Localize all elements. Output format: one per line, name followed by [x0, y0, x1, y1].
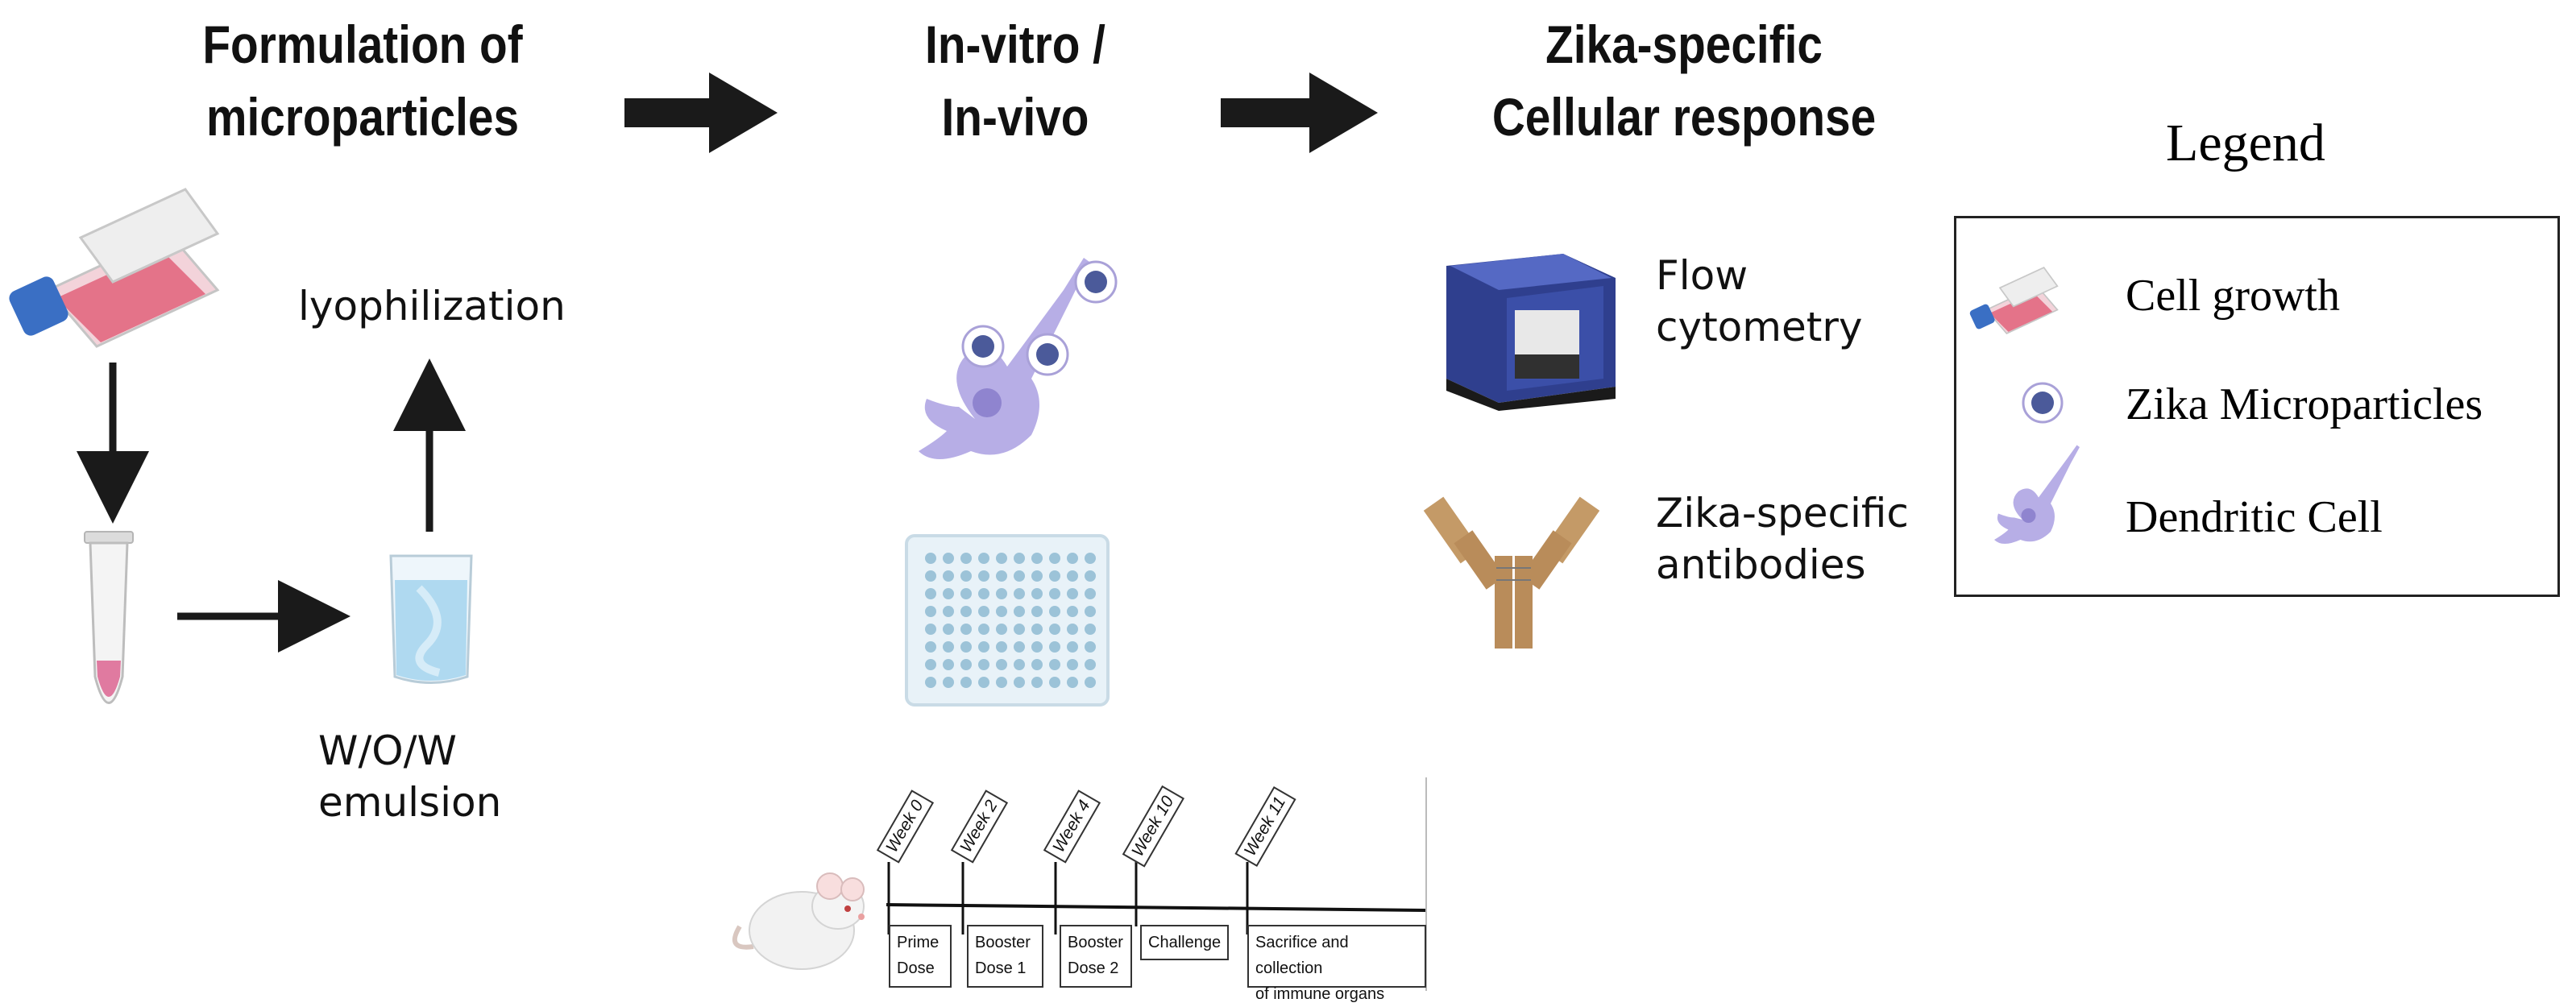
stage-box-challenge: Challenge [1140, 925, 1229, 960]
flask-icon [9, 188, 220, 348]
legend-title: Legend [2166, 114, 2325, 172]
mouse-icon [732, 872, 865, 970]
dendritic-cell-with-particles-icon [919, 258, 1118, 459]
timeline-axis [886, 903, 1427, 912]
well-plate-icon [905, 534, 1110, 707]
stage-box-sacrifice: Sacrifice and collection of immune organ… [1247, 925, 1426, 1003]
lyophilization-label: lyophilization [298, 283, 566, 329]
stage-label: Dose 2 [1068, 959, 1119, 977]
antibodies-line2: antibodies [1656, 541, 1866, 588]
legend-flask-icon [1969, 267, 2059, 335]
legend-dendritic-cell-icon [1994, 445, 2080, 544]
emulsion-label-line1: W/O/W [318, 727, 457, 774]
stage-label: Prime [897, 934, 940, 951]
stage-label: Booster [1068, 934, 1123, 951]
legend-box [1954, 216, 2560, 597]
antibody-icon [1423, 496, 1600, 649]
flow-cytometry-line1: Flow [1656, 252, 1748, 299]
antibodies-label: Zika-specific antibodies [1656, 487, 1909, 591]
emulsion-label: W/O/W emulsion [318, 725, 501, 828]
stage-label: Dose 1 [975, 959, 1027, 977]
heading-invitro-invivo: In-vitro / In-vivo [869, 8, 1160, 153]
heading-formulation: Formulation of microparticles [155, 8, 570, 153]
heading-formulation-line2: microparticles [205, 87, 520, 147]
emulsion-label-line2: emulsion [318, 779, 502, 826]
legend-item-cell-growth: Cell growth [2126, 271, 2340, 321]
heading-invitro-line2: In-vivo [941, 87, 1089, 147]
tube-icon [84, 531, 134, 704]
stage-box-booster-1: Booster Dose 1 [967, 925, 1043, 988]
stage-label: of immune organs [1255, 985, 1385, 1003]
header-arrow-2 [1221, 73, 1378, 153]
timeline-ticks [887, 862, 1249, 934]
stage-label: Sacrifice and collection [1255, 934, 1349, 977]
stage-box-booster-2: Booster Dose 2 [1060, 925, 1132, 988]
heading-cellular-response: Zika-specific Cellular response [1449, 8, 1920, 153]
heading-formulation-line1: Formulation of [202, 15, 523, 74]
heading-response-line2: Cellular response [1491, 87, 1877, 147]
legend-microparticle-icon [2022, 382, 2064, 424]
stage-label: Challenge [1148, 934, 1222, 951]
stage-box-prime-dose: Prime Dose [889, 925, 952, 988]
stage-label: Booster [975, 934, 1031, 951]
beaker-icon [389, 554, 473, 684]
stage-label: Dose [897, 959, 935, 977]
flow-cytometry-line2: cytometry [1656, 304, 1863, 350]
flow-cytometer-icon [1446, 254, 1616, 411]
flow-cytometry-label: Flow cytometry [1656, 250, 1863, 353]
legend-item-zika-microparticles: Zika Microparticles [2126, 379, 2483, 429]
heading-response-line1: Zika-specific [1545, 15, 1823, 74]
heading-invitro-line1: In-vitro / [925, 15, 1105, 74]
legend-item-dendritic-cell: Dendritic Cell [2126, 492, 2383, 542]
header-arrow-1 [624, 73, 778, 153]
antibodies-line1: Zika-specific [1656, 490, 1909, 537]
